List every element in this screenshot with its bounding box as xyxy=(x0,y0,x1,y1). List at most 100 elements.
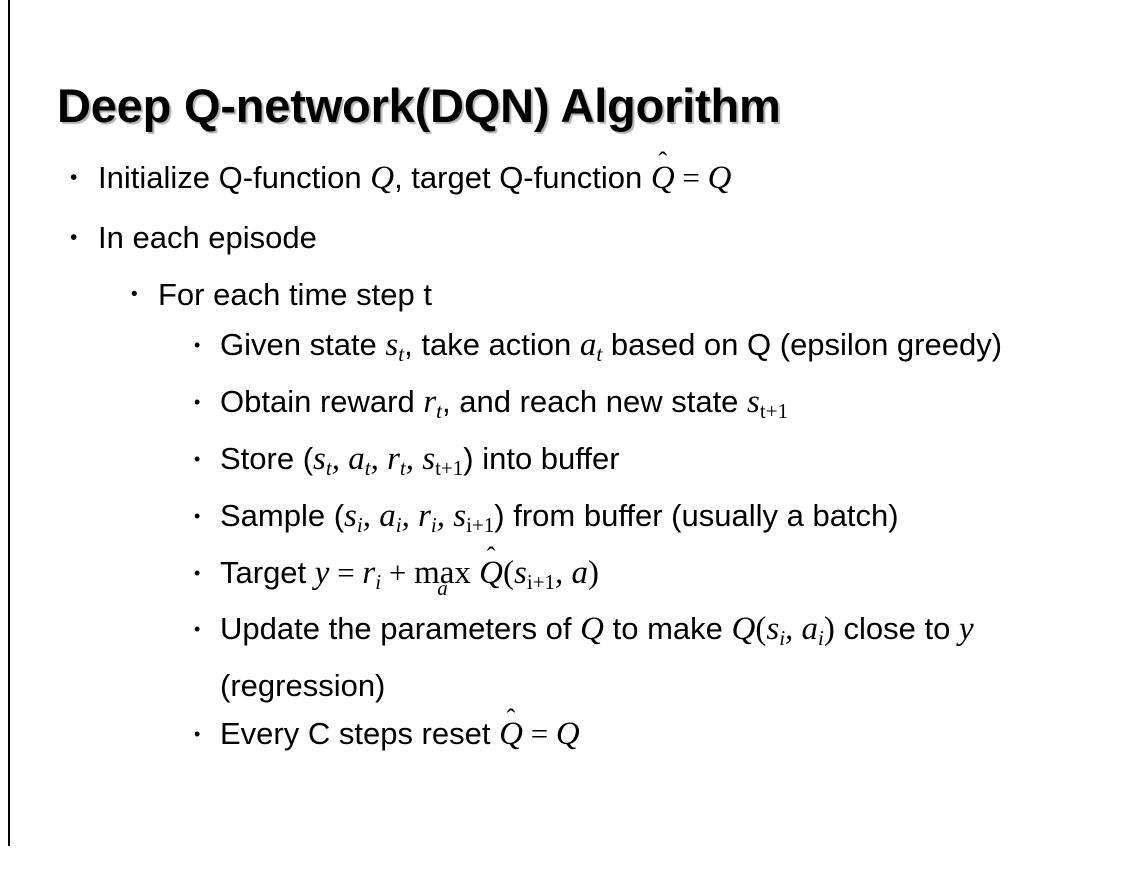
bullet-for-each-time-step-text: For each time step t xyxy=(158,277,432,312)
math-comma: , xyxy=(370,440,388,477)
text-run: Obtain reward xyxy=(220,383,424,419)
math-var-s: s xyxy=(747,383,760,420)
bullet-marker-icon: • xyxy=(194,562,201,583)
math-var-s: s xyxy=(766,611,780,648)
math-sub-t-plus-1: t+1 xyxy=(435,455,464,480)
math-comma: , xyxy=(362,497,380,534)
bullet-sample: • Sample (si, ai, ri, si+1) from buffer … xyxy=(0,492,1124,549)
math-var-a: a xyxy=(579,327,597,363)
math-var-q: Q xyxy=(555,716,580,753)
math-var-r: r xyxy=(387,440,400,477)
text-run: Sample ( xyxy=(220,497,345,533)
text-run: based on Q (epsilon greedy) xyxy=(602,327,1003,362)
text-run: (regression) xyxy=(220,668,386,704)
math-max-subscript: a xyxy=(437,575,448,600)
math-equals: = xyxy=(329,554,363,590)
math-sub-i: i xyxy=(779,626,786,651)
math-var-a: a xyxy=(348,440,365,477)
bullet-marker-icon: • xyxy=(70,226,78,249)
bullet-update-parameters-text: Update the parameters of Q to make Q(si,… xyxy=(220,605,1094,710)
bullet-marker-icon: • xyxy=(194,505,201,526)
bullet-obtain-reward-text: Obtain reward rt, and reach new state st… xyxy=(220,378,1094,435)
math-var-q2: Q xyxy=(731,611,756,648)
text-run: Store ( xyxy=(220,440,314,476)
math-var-a: a xyxy=(801,611,819,648)
text-run: ) into buffer xyxy=(463,440,620,476)
math-comma: , xyxy=(331,440,349,477)
bullet-initialize: • Initialize Q-function Q, target Q-func… xyxy=(0,148,1124,208)
math-spacer xyxy=(471,555,479,591)
bullet-store-text: Store (st, at, rt, st+1) into buffer xyxy=(220,435,1094,492)
left-edge-rule xyxy=(8,0,10,846)
text-run: , take action xyxy=(404,327,580,362)
math-q-hat: ̂Q xyxy=(651,162,675,195)
math-sub-t: t xyxy=(325,455,332,480)
text-run: Every C steps reset xyxy=(220,716,500,752)
bullet-marker-icon: • xyxy=(131,284,138,305)
math-var-s2: s xyxy=(453,497,467,534)
math-sub-t: t xyxy=(596,341,603,366)
math-sub-i: i xyxy=(356,512,363,537)
text-run: Update the parameters of xyxy=(220,611,581,647)
math-var-r: r xyxy=(418,497,431,534)
math-comma: , xyxy=(555,554,572,591)
bullet-in-each-episode-text: In each episode xyxy=(98,220,317,255)
bullet-obtain-reward: • Obtain reward rt, and reach new state … xyxy=(0,378,1124,435)
text-run: Initialize Q-function xyxy=(98,160,371,195)
bullet-marker-icon: • xyxy=(194,335,201,355)
math-var-q2: Q xyxy=(707,160,732,196)
math-comma: , xyxy=(785,611,802,648)
math-q-hat: ̂Q xyxy=(499,718,523,751)
math-sub-i: i xyxy=(430,512,437,537)
math-equals: = xyxy=(522,716,556,752)
bullet-marker-icon: • xyxy=(70,166,78,189)
math-var-y: y xyxy=(958,611,974,648)
math-var-a: a xyxy=(379,497,396,534)
bullet-marker-icon: • xyxy=(194,724,201,745)
math-var-s: s xyxy=(313,440,326,477)
math-max-label: max xyxy=(414,554,471,591)
bullet-given-state-text: Given state st, take action at based on … xyxy=(220,321,1094,378)
text-run: Given state xyxy=(220,327,386,362)
math-sub-t: t xyxy=(398,341,405,366)
bullet-sample-text: Sample (si, ai, ri, si+1) from buffer (u… xyxy=(220,492,1094,549)
bullet-marker-icon: • xyxy=(194,391,201,412)
bullet-for-each-time-step: • For each time step t xyxy=(0,268,1124,321)
math-var-r: r xyxy=(362,554,376,591)
text-run: , target Q-function xyxy=(394,160,651,195)
math-paren-close: ) xyxy=(823,611,835,648)
math-var-r: r xyxy=(423,383,437,420)
math-var-s: s xyxy=(514,554,527,591)
bullet-every-c-steps-text: Every C steps reset ̂Q = Q xyxy=(220,710,1094,758)
bullet-every-c-steps: • Every C steps reset ̂Q = Q xyxy=(0,710,1124,758)
math-var-y: y xyxy=(314,554,330,591)
math-comma: , xyxy=(401,497,419,534)
text-run: ) from buffer (usually a batch) xyxy=(494,497,899,533)
math-paren-open: ( xyxy=(755,611,767,648)
math-sub-t: t xyxy=(399,455,406,480)
math-var-q: Q xyxy=(370,160,395,196)
bullet-in-each-episode: • In each episode xyxy=(0,208,1124,268)
math-var-q: Q xyxy=(580,611,604,648)
bullet-store: • Store (st, at, rt, st+1) into buffer xyxy=(0,435,1124,492)
page-title: Deep Q-network(DQN) Algorithm xyxy=(57,79,781,133)
math-sub-t-plus-1: t+1 xyxy=(759,398,789,423)
math-var-qhat-base: Q xyxy=(499,716,523,753)
bullet-initialize-text: Initialize Q-function Q, target Q-functi… xyxy=(98,148,1124,208)
math-plus: + xyxy=(381,554,415,590)
math-sub-i: i xyxy=(395,512,402,537)
math-equals: = xyxy=(674,160,708,195)
math-sub-i-plus-1: i+1 xyxy=(526,569,556,594)
math-sub-i-plus-1: i+1 xyxy=(466,512,495,537)
math-sub-i: i xyxy=(818,626,824,651)
bullet-given-state: • Given state st, take action at based o… xyxy=(0,321,1124,378)
text-run: close to xyxy=(834,611,959,647)
bullet-update-parameters: • Update the parameters of Q to make Q(s… xyxy=(0,605,1124,710)
math-paren-open: ( xyxy=(503,554,515,591)
text-run: , and reach new state xyxy=(442,383,748,419)
slide-body: • Initialize Q-function Q, target Q-func… xyxy=(0,148,1124,758)
math-comma: , xyxy=(436,497,454,534)
